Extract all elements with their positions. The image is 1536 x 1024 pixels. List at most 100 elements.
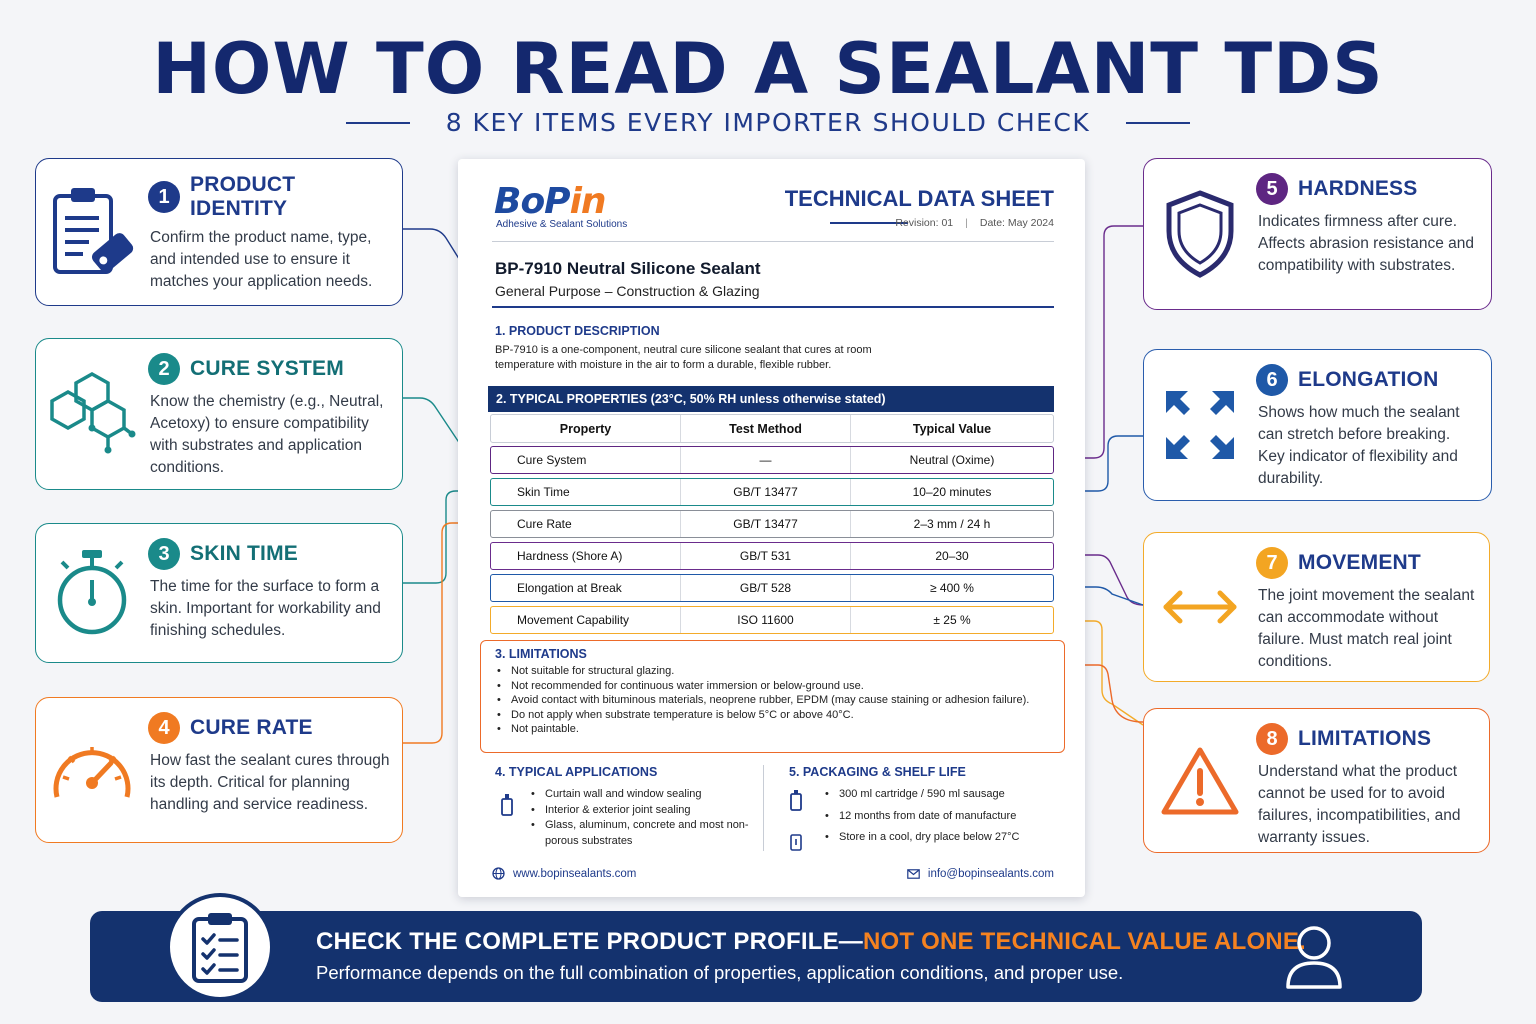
packaging-list: 300 ml cartridge / 590 ml sausage 12 mon… <box>789 787 1069 846</box>
page-title: HOW TO READ A SEALANT TDS <box>152 28 1384 110</box>
envelope-icon <box>907 868 920 879</box>
applications-list: Curtain wall and window sealing Interior… <box>495 787 755 849</box>
connector-1 <box>403 228 467 271</box>
column-header: Test Method <box>681 415 851 442</box>
person-icon <box>1286 926 1342 989</box>
doc-revision-info: Revision: 01 | Date: May 2024 <box>895 217 1054 229</box>
cell-method: — <box>681 447 851 473</box>
list-item: Curtain wall and window sealing <box>531 787 755 803</box>
table-row: Cure Rate GB/T 13477 2–3 mm / 24 h <box>490 510 1054 538</box>
list-item: 12 months from date of manufacture <box>825 809 1069 825</box>
badge-1: 1 <box>148 181 180 213</box>
website-link[interactable]: www.bopinsealants.com <box>513 867 637 880</box>
card-cure-rate: 4 CURE RATE How fast the sealant cures t… <box>35 697 403 843</box>
card-title: MOVEMENT <box>1298 551 1421 574</box>
subtitle-rule-right <box>1126 121 1191 124</box>
banner-headline-main: CHECK THE COMPLETE PRODUCT PROFILE— <box>316 928 864 955</box>
card-hardness: 5 HARDNESS Indicates firmness after cure… <box>1143 158 1492 310</box>
card-limitations: 8 LIMITATIONS Understand what the produc… <box>1143 708 1490 853</box>
cell-method: GB/T 13477 <box>681 511 851 537</box>
subtitle-rule-left <box>345 121 410 124</box>
product-subtitle: General Purpose – Construction & Glazing <box>495 283 760 299</box>
section-applications-heading: 4. TYPICAL APPLICATIONS <box>495 765 658 779</box>
cell-value: Neutral (Oxime) <box>909 453 995 467</box>
cell-method: GB/T 13477 <box>681 479 851 505</box>
badge-6: 6 <box>1256 364 1288 396</box>
divider <box>492 306 1054 308</box>
table-row: Hardness (Shore A) GB/T 531 20–30 <box>490 542 1054 570</box>
table-row: Movement Capability ISO 11600 ± 25 % <box>490 606 1054 634</box>
section-description-heading: 1. PRODUCT DESCRIPTION <box>495 324 660 338</box>
list-item: Not paintable. <box>495 722 1050 737</box>
card-title: CURE RATE <box>190 716 313 739</box>
badge-4: 4 <box>148 712 180 744</box>
cell-value: ≥ 400 % <box>930 581 974 595</box>
doc-title-rule <box>830 222 908 224</box>
cell-property: Hardness (Shore A) <box>491 543 681 569</box>
card-description: The joint movement the sealant can accom… <box>1258 587 1475 670</box>
bottom-banner: CHECK THE COMPLETE PRODUCT PROFILE—NOT O… <box>90 893 1422 1002</box>
limitations-list: Not suitable for structural glazing. Not… <box>495 664 1050 737</box>
card-description: Shows how much the sealant can stretch b… <box>1258 404 1460 487</box>
section-packaging-heading: 5. PACKAGING & SHELF LIFE <box>789 765 966 779</box>
limitations-box: 3. LIMITATIONS Not suitable for structur… <box>480 640 1065 753</box>
expand-arrows-icon <box>1166 391 1234 459</box>
doc-footer: www.bopinsealants.com info@bopinsealants… <box>492 867 1054 880</box>
column-divider <box>763 765 764 851</box>
email-link[interactable]: info@bopinsealants.com <box>927 867 1054 880</box>
column-header: Typical Value <box>912 421 992 436</box>
section-properties-heading: 2. TYPICAL PROPERTIES (23°C, 50% RH unle… <box>488 386 1054 412</box>
globe-icon <box>492 867 505 880</box>
cartridge-icon <box>501 794 513 816</box>
badge-7: 7 <box>1256 547 1288 579</box>
card-title: ELONGATION <box>1298 368 1439 391</box>
list-item: Avoid contact with bituminous materials,… <box>495 693 1050 708</box>
column-header: Property <box>491 415 681 442</box>
list-item: Not suitable for structural glazing. <box>495 664 1050 679</box>
checklist-badge <box>166 893 274 1001</box>
packaging-column: 5. PACKAGING & SHELF LIFE 300 ml cartrid… <box>789 765 1069 852</box>
card-title: SKIN TIME <box>190 542 298 565</box>
card-cure-system: 2 CURE SYSTEM Know the chemistry (e.g., … <box>35 338 403 490</box>
cell-value: ± 25 % <box>933 613 971 627</box>
card-title: PRODUCT IDENTITY <box>190 173 296 220</box>
list-item: Glass, aluminum, concrete and most non-p… <box>531 818 755 849</box>
list-item: Do not apply when substrate temperature … <box>495 708 1050 723</box>
checklist-icon <box>192 913 248 983</box>
subtitle-row: 8 KEY ITEMS EVERY IMPORTER SHOULD CHECK <box>0 108 1536 137</box>
doc-date: Date: May 2024 <box>979 217 1054 229</box>
stopwatch-icon <box>57 550 127 635</box>
product-name: BP-7910 Neutral Silicone Sealant <box>495 259 761 278</box>
technical-data-sheet: BoPin Adhesive & Sealant Solutions TECHN… <box>458 159 1085 897</box>
badge-3: 3 <box>148 538 180 570</box>
gauge-icon <box>53 747 131 798</box>
card-description: How fast the sealant cures through its d… <box>150 752 390 813</box>
cell-property: Cure System <box>491 447 681 473</box>
applications-column: 4. TYPICAL APPLICATIONS Curtain wall and… <box>495 765 755 849</box>
card-elongation: 6 ELONGATION Shows how much the sealant … <box>1143 349 1492 501</box>
brand-logo: BoPin <box>494 181 607 222</box>
footer-email[interactable]: info@bopinsealants.com <box>907 867 1054 880</box>
card-description: Indicates firmness after cure. Affects a… <box>1258 213 1474 274</box>
table-row: Elongation at Break GB/T 528 ≥ 400 % <box>490 574 1054 602</box>
cell-method: GB/T 531 <box>681 543 851 569</box>
list-item: 300 ml cartridge / 590 ml sausage <box>825 787 1069 803</box>
divider <box>492 241 1054 242</box>
cell-value: 20–30 <box>935 549 969 563</box>
card-description: The time for the surface to form a skin.… <box>150 578 381 639</box>
properties-table: Property Test Method Typical Value Cure … <box>490 414 1054 638</box>
list-item: Not recommended for continuous water imm… <box>495 679 1050 694</box>
cell-property: Movement Capability <box>491 607 681 633</box>
page-subtitle: 8 KEY ITEMS EVERY IMPORTER SHOULD CHECK <box>445 108 1091 137</box>
warning-triangle-icon <box>1161 747 1239 814</box>
banner-subtext: Performance depends on the full combinat… <box>316 962 1124 983</box>
table-header: Property Test Method Typical Value <box>490 414 1054 443</box>
card-description: Know the chemistry (e.g., Neutral, Aceto… <box>150 393 384 476</box>
banner-headline-highlight: NOT ONE TECHNICAL VALUE ALONE. <box>863 928 1306 955</box>
doc-revision: Revision: 01 <box>895 217 954 229</box>
badge-8: 8 <box>1256 723 1288 755</box>
footer-website[interactable]: www.bopinsealants.com <box>492 867 636 880</box>
section-description-body: BP-7910 is a one-component, neutral cure… <box>495 344 872 371</box>
doc-revision-separator: | <box>965 217 968 229</box>
